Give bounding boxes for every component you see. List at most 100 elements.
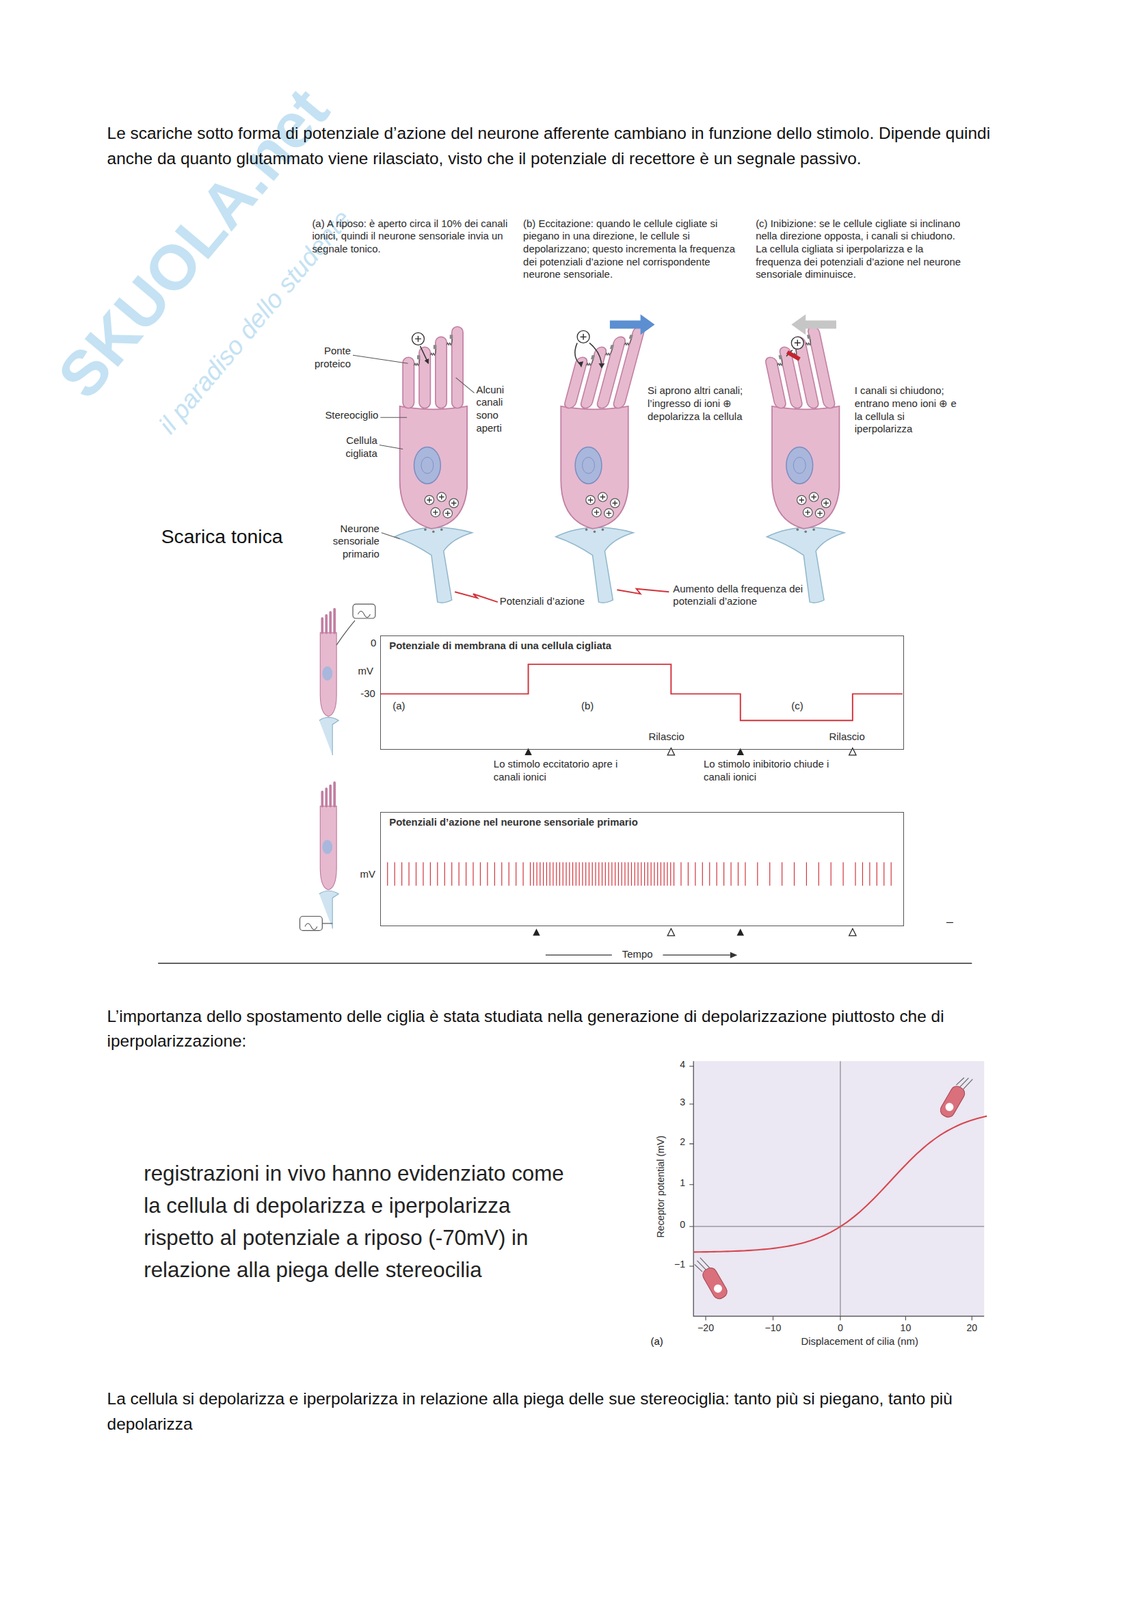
axis-tick: 10 <box>887 1321 925 1335</box>
spike <box>592 861 593 885</box>
spike <box>465 861 467 885</box>
paragraph: La cellula si depolarizza e iperpolarizz… <box>107 1386 1031 1436</box>
spike <box>542 861 544 885</box>
spike <box>415 861 417 885</box>
paragraph: Le scariche sotto forma di potenziale d’… <box>107 121 1031 171</box>
spike <box>644 861 645 885</box>
spike <box>565 861 567 885</box>
spike <box>598 861 600 885</box>
axis-tick: 3 <box>662 1096 686 1109</box>
note: Aumento della frequenza dei potenziali d… <box>672 582 811 608</box>
axis-tick: 0 <box>662 1218 686 1231</box>
part-label: Neurone sensoriale primario <box>307 522 379 561</box>
spike <box>387 861 388 885</box>
spike <box>579 861 580 885</box>
spike <box>687 861 689 885</box>
spike <box>876 861 878 885</box>
spike <box>653 861 655 885</box>
spike <box>536 861 537 885</box>
plot-frame: Potenziale di membrana di una cellula ci… <box>380 635 904 750</box>
paragraph: L’importanza dello spostamento delle cig… <box>107 1003 1031 1054</box>
spike <box>588 861 590 885</box>
slide-text: registrazioni in vivo hanno evidenziato … <box>143 1157 582 1287</box>
spike <box>394 861 396 885</box>
response-curve <box>694 1115 988 1253</box>
spike <box>486 861 488 885</box>
plot-title: Potenziali d’azione nel neurone sensoria… <box>380 812 904 828</box>
axis-tick: −20 <box>687 1321 725 1335</box>
spike <box>552 861 554 885</box>
spike <box>670 861 671 885</box>
spike <box>605 861 606 885</box>
spike <box>627 861 629 885</box>
spike <box>451 861 452 885</box>
spike <box>585 861 587 885</box>
phase-label: (b) <box>581 699 607 713</box>
marker-label: Lo stimolo eccitatorio apre i canali ion… <box>493 757 647 783</box>
spike <box>862 861 863 885</box>
spike <box>843 861 844 885</box>
plot-title: Potenziale di membrana di una cellula ci… <box>380 635 904 651</box>
spike <box>702 861 703 885</box>
marker-label: Rilascio <box>829 730 881 744</box>
spike <box>744 861 746 885</box>
spike <box>480 861 481 885</box>
spike <box>624 861 625 885</box>
spike <box>890 861 892 885</box>
spike <box>401 861 403 885</box>
part-label: Potenziali d’azione <box>499 594 612 608</box>
axis-tick: 2 <box>662 1135 686 1149</box>
note: I canali si chiudono; entrano meno ioni … <box>854 384 965 436</box>
spike <box>568 861 570 885</box>
spike <box>637 861 638 885</box>
spike <box>430 861 431 885</box>
axis-unit: mV <box>346 664 374 678</box>
axis-tick: 0 <box>821 1321 859 1335</box>
spike <box>575 861 577 885</box>
spike <box>508 861 510 885</box>
spike <box>660 861 662 885</box>
spike <box>408 861 409 885</box>
spike <box>680 861 682 885</box>
axis-title: Tempo <box>611 947 664 961</box>
spike <box>634 861 636 885</box>
spike <box>781 861 783 885</box>
spike <box>539 861 541 885</box>
spike <box>806 861 807 885</box>
spike <box>673 861 675 885</box>
spike <box>436 861 438 885</box>
spike <box>562 861 564 885</box>
axis-title: Displacement of cilia (nm) <box>747 1334 972 1348</box>
spike <box>559 861 561 885</box>
spike <box>422 861 424 885</box>
axis-tick: -30 <box>346 687 376 701</box>
spike <box>533 861 535 885</box>
spike <box>830 861 832 885</box>
axis-tick: 1 <box>662 1176 686 1190</box>
spike <box>769 861 770 885</box>
axis-unit: mV <box>346 867 376 881</box>
spike <box>555 861 557 885</box>
mark: – <box>946 913 961 929</box>
panel-letter: (a) <box>650 1334 674 1348</box>
axis-tick: 20 <box>953 1321 991 1335</box>
spike <box>709 861 710 885</box>
phase-label: (c) <box>791 699 817 713</box>
spike <box>666 861 668 885</box>
spike <box>723 861 725 885</box>
part-label: Cellula cigliata <box>324 434 378 460</box>
spike <box>621 861 623 885</box>
spike <box>581 861 583 885</box>
spike <box>515 861 517 885</box>
panel-caption: (a) A riposo: è aperto circa il 10% dei … <box>311 217 516 256</box>
marker-label: Rilascio <box>648 730 701 744</box>
spike <box>631 861 632 885</box>
axis-tick: −10 <box>754 1321 792 1335</box>
spike <box>716 861 718 885</box>
spike <box>611 861 612 885</box>
spike <box>444 861 446 885</box>
spike <box>523 861 524 885</box>
spike <box>663 861 665 885</box>
axis-tick: −1 <box>662 1258 686 1271</box>
spike <box>694 861 696 885</box>
